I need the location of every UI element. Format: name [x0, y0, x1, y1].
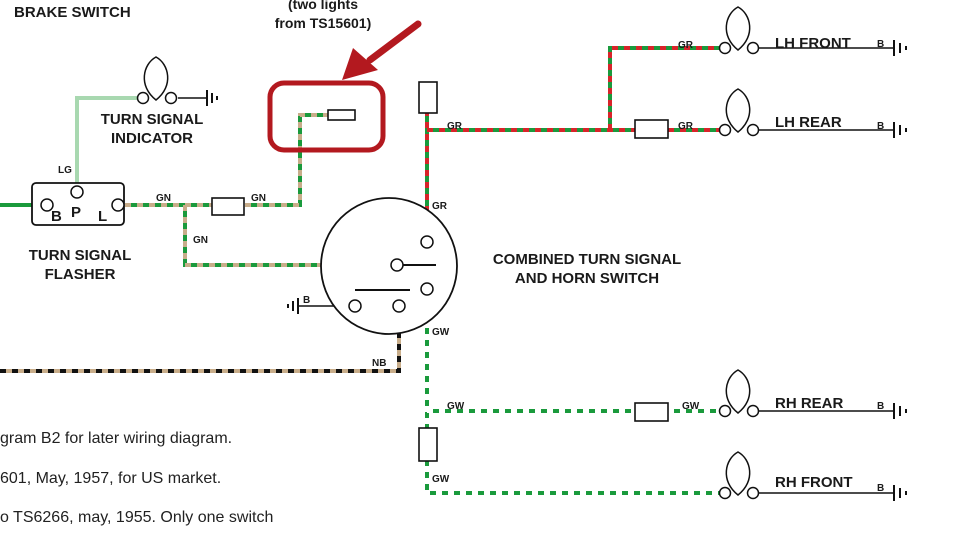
- ground-symbol-icon: [206, 90, 218, 106]
- wire-code-gw-3: GW: [682, 401, 700, 412]
- note-line-3: o TS6266, may, 1955. Only one switch: [0, 509, 274, 526]
- gn-bulb-holder: [211, 197, 245, 216]
- gr-lh-rear-bulb-holder: [634, 119, 669, 139]
- note-line-1: gram B2 for later wiring diagram.: [0, 430, 233, 447]
- gw-lower-bulb-holder: [418, 427, 438, 462]
- indicator-lights-component: [327, 109, 356, 121]
- lamp-ground-symbols-icon: [893, 40, 907, 501]
- wire-code-nb: NB: [372, 358, 386, 369]
- wire-gw: [425, 298, 720, 495]
- wire-code-b-lh-front: B: [877, 39, 884, 50]
- wire-code-b-rh-front: B: [877, 483, 884, 494]
- indicator-lights-note-line1: (two lights: [288, 0, 358, 12]
- wire-code-b-lh-rear: B: [877, 121, 884, 132]
- rh-front-lamp-icon: [718, 451, 760, 500]
- wire-code-gr-1: GR: [447, 121, 463, 132]
- flasher-terminal-b: B: [51, 208, 62, 225]
- wire-code-lg: LG: [58, 165, 72, 176]
- flasher-terminal-p: P: [71, 204, 81, 221]
- flasher-label-line2: FLASHER: [45, 266, 116, 283]
- wire-code-gw-4: GW: [432, 474, 450, 485]
- highlight-box: [267, 80, 386, 153]
- wire-code-gw-2: GW: [447, 401, 465, 412]
- rh-rear-lamp-icon: [718, 369, 760, 418]
- turn-signal-flasher: [31, 182, 125, 226]
- lh-rear-lamp-icon: [718, 88, 760, 137]
- rh-rear-label: RH REAR: [775, 395, 844, 412]
- lh-rear-label: LH REAR: [775, 114, 842, 131]
- switch-ground-symbol-icon: [287, 298, 299, 314]
- indicator-lights-note-line2: from TS15601): [275, 15, 371, 31]
- turn-signal-indicator-label-line2: INDICATOR: [111, 130, 193, 147]
- combined-switch-label-line1: COMBINED TURN SIGNAL: [493, 251, 681, 268]
- wire-ground: [178, 47, 893, 494]
- wire-code-gr-2: GR: [432, 201, 448, 212]
- lh-front-label: LH FRONT: [775, 35, 851, 52]
- flasher-terminal-l: L: [98, 208, 107, 225]
- wire-nb: [0, 316, 401, 373]
- rh-front-label: RH FRONT: [775, 474, 853, 491]
- note-line-2: 601, May, 1957, for US market.: [0, 470, 222, 487]
- combined-turn-signal-switch: [320, 197, 458, 335]
- wire-code-gn-1: GN: [156, 193, 171, 204]
- gw-rh-rear-bulb-holder: [634, 402, 669, 422]
- red-arrow-icon: [342, 20, 422, 80]
- lh-front-lamp-icon: [718, 6, 760, 55]
- combined-switch-label-line2: AND HORN SWITCH: [515, 270, 659, 287]
- wire-gr: [425, 46, 720, 236]
- wire-code-b-switch: B: [303, 295, 310, 306]
- brake-switch-label: BRAKE SWITCH: [14, 4, 131, 21]
- wire-code-b-rh-rear: B: [877, 401, 884, 412]
- wire-code-gr-4: GR: [678, 121, 694, 132]
- wire-code-gr-3: GR: [678, 40, 694, 51]
- wire-gn-flasher-out: [125, 113, 328, 207]
- wire-code-gn-3: GN: [193, 235, 208, 246]
- turn-signal-indicator-label-line1: TURN SIGNAL: [101, 111, 204, 128]
- wire-lg: [75, 96, 140, 190]
- flasher-label-line1: TURN SIGNAL: [29, 247, 132, 264]
- gr-upper-bulb-holder: [418, 81, 438, 114]
- turn-signal-indicator-lamp-icon: [136, 56, 178, 105]
- wire-code-gw-1: GW: [432, 327, 450, 338]
- wire-code-gn-2: GN: [251, 193, 266, 204]
